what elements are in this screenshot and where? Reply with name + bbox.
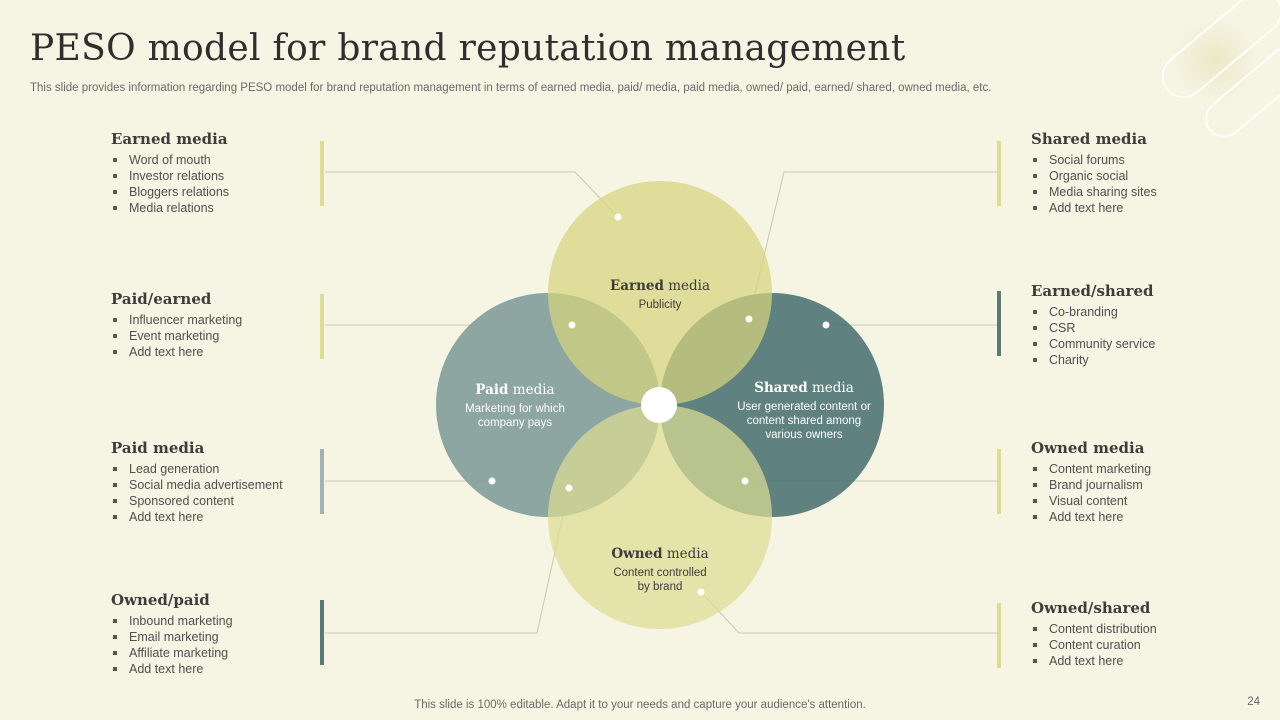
list-item: Add text here: [1031, 653, 1231, 669]
block-shared-media: Shared media Social forums Organic socia…: [1031, 130, 1231, 216]
owned-title-bold: Owned: [611, 546, 663, 562]
bar-shared: [997, 141, 1001, 206]
list-item: Affiliate marketing: [111, 645, 311, 661]
list-item: CSR: [1031, 320, 1231, 336]
list-item: Add text here: [1031, 509, 1231, 525]
block-paid-earned: Paid/earned Influencer marketing Event m…: [111, 290, 311, 360]
earned-title-bold: Earned: [609, 278, 664, 294]
list-item: Content distribution: [1031, 621, 1231, 637]
dot-earned-shared: [822, 321, 830, 329]
list-item: Organic social: [1031, 168, 1231, 184]
list-item: Media relations: [111, 200, 311, 216]
block-paid-media: Paid media Lead generation Social media …: [111, 439, 311, 525]
list-item: Add text here: [111, 344, 311, 360]
bar-owned: [997, 449, 1001, 514]
list-item: Add text here: [1031, 200, 1231, 216]
bar-paid: [320, 449, 324, 514]
paid-desc: Marketing for which company pays: [465, 403, 565, 429]
dot-owned-shared: [697, 588, 705, 596]
page-number: 24: [1247, 696, 1260, 708]
circle-owned: [548, 405, 772, 629]
owned-title-rest: media: [662, 546, 709, 562]
block-owned-paid: Owned/paid Inbound marketing Email marke…: [111, 591, 311, 677]
dot-shared: [745, 315, 753, 323]
list-item: Word of mouth: [111, 152, 311, 168]
dot-earned: [614, 213, 622, 221]
list-item: Co-branding: [1031, 304, 1231, 320]
connector-owned-shared: [700, 591, 998, 634]
dot-owned-paid: [565, 484, 573, 492]
list-item: Inbound marketing: [111, 613, 311, 629]
block-title: Earned media: [111, 130, 228, 148]
block-title: Paid/earned: [111, 290, 212, 308]
circle-label-shared: Shared media User generated content or c…: [734, 380, 874, 442]
circle-label-paid: Paid media Marketing for which company p…: [450, 382, 580, 430]
dot-paid-earned: [568, 321, 576, 329]
shared-title-bold: Shared: [754, 380, 808, 396]
earned-desc: Publicity: [638, 299, 682, 311]
paid-title-bold: Paid: [475, 382, 509, 398]
dot-owned: [741, 477, 749, 485]
list-item: Lead generation: [111, 461, 311, 477]
list-item: Add text here: [111, 661, 311, 677]
list-item: Event marketing: [111, 328, 311, 344]
block-owned-shared: Owned/shared Content distribution Conten…: [1031, 599, 1231, 669]
list-item: Bloggers relations: [111, 184, 311, 200]
shared-desc: User generated content or content shared…: [737, 401, 871, 441]
list-item: Influencer marketing: [111, 312, 311, 328]
list-item: Visual content: [1031, 493, 1231, 509]
bar-earned: [320, 141, 324, 206]
slide-title: PESO model for brand reputation manageme…: [30, 28, 906, 69]
block-title: Earned/shared: [1031, 282, 1154, 300]
list-item: Content marketing: [1031, 461, 1231, 477]
paid-title-rest: media: [508, 382, 555, 398]
circle-earned: [548, 181, 772, 405]
block-owned-media: Owned media Content marketing Brand jour…: [1031, 439, 1231, 525]
shared-title-rest: media: [807, 380, 854, 396]
block-title: Owned/paid: [111, 591, 210, 609]
block-title: Shared media: [1031, 130, 1147, 148]
list-item: Email marketing: [111, 629, 311, 645]
list-item: Media sharing sites: [1031, 184, 1231, 200]
bar-owned-shared: [997, 603, 1001, 668]
circle-label-owned: Owned media Content controlled by brand: [595, 546, 725, 594]
block-title: Owned/shared: [1031, 599, 1151, 617]
connector-earned: [325, 171, 619, 218]
list-item: Social media advertisement: [111, 477, 311, 493]
list-item: Sponsored content: [111, 493, 311, 509]
list-item: Social forums: [1031, 152, 1231, 168]
earned-title-rest: media: [663, 278, 711, 294]
list-item: Add text here: [111, 509, 311, 525]
block-earned-media: Earned media Word of mouth Investor rela…: [111, 130, 311, 216]
slide-subtitle: This slide provides information regardin…: [30, 82, 992, 94]
list-item: Content curation: [1031, 637, 1231, 653]
center-dot: [641, 387, 677, 423]
connector-dots: [488, 213, 830, 596]
footer-note: This slide is 100% editable. Adapt it to…: [414, 699, 866, 711]
corner-glow: [1170, 20, 1260, 100]
dot-paid: [488, 477, 496, 485]
circle-label-earned: Earned media Publicity: [590, 278, 730, 312]
bar-owned-paid: [320, 600, 324, 665]
list-item: Community service: [1031, 336, 1231, 352]
block-title: Paid media: [111, 439, 205, 457]
bar-paid-earned: [320, 294, 324, 359]
list-item: Brand journalism: [1031, 477, 1231, 493]
list-item: Investor relations: [111, 168, 311, 184]
owned-desc: Content controlled by brand: [613, 567, 707, 593]
list-item: Charity: [1031, 352, 1231, 368]
bar-earned-shared: [997, 291, 1001, 356]
block-earned-shared: Earned/shared Co-branding CSR Community …: [1031, 282, 1231, 368]
block-title: Owned media: [1031, 439, 1145, 457]
